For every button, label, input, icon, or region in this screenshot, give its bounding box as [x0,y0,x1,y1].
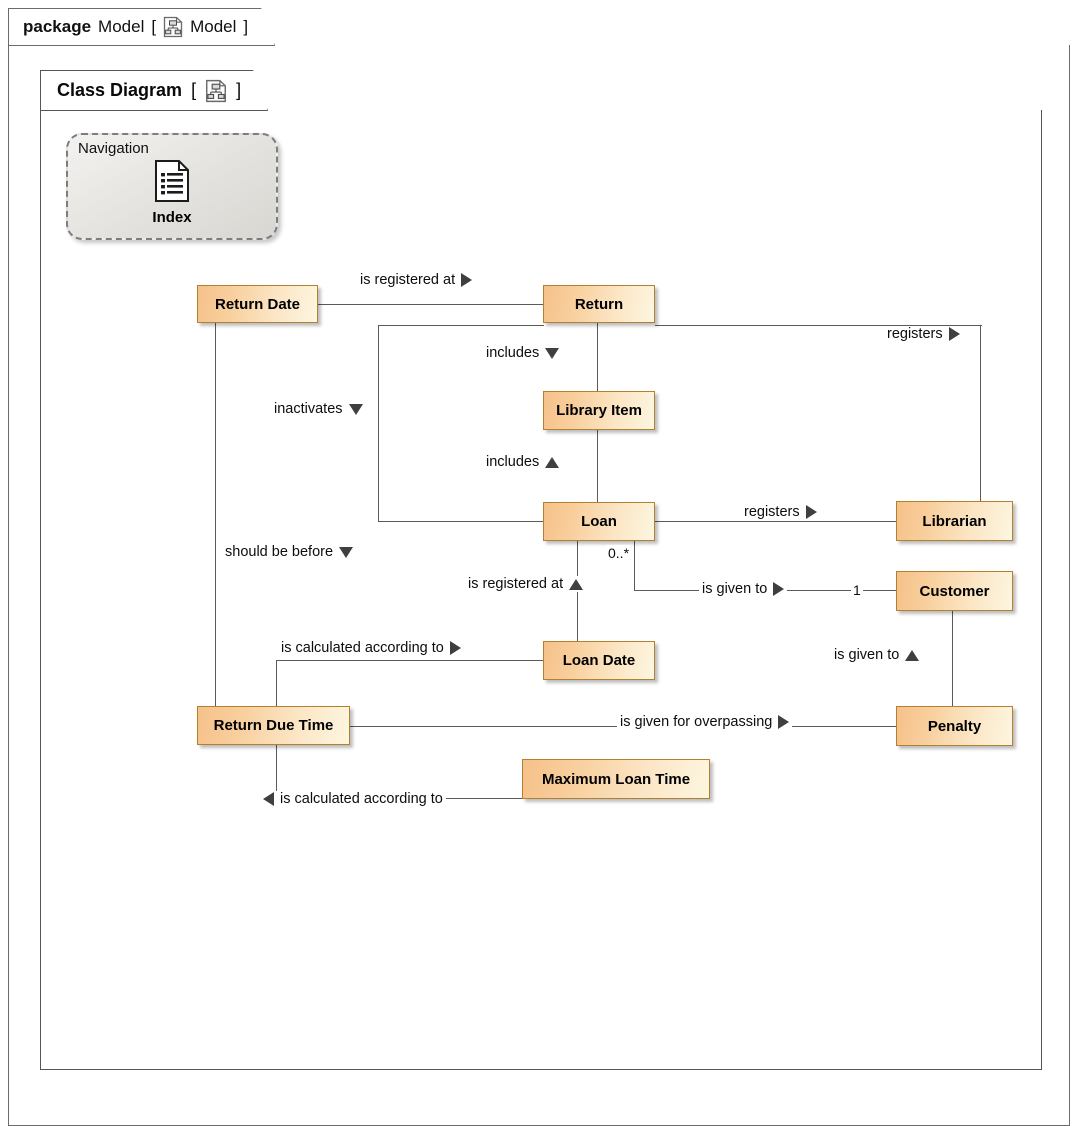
line-mlt-rdt-v [276,745,278,799]
edge-label-text: is given for overpassing [620,714,773,730]
class-label: Return Date [214,295,300,313]
package-name: Model [98,17,145,36]
package-bracket-close: ] [243,17,249,36]
line-rdt-loan-date-v [276,660,278,707]
edge-label-text: is registered at [468,576,564,592]
class-box-maximum-loan-time[interactable]: Maximum Loan Time [522,759,710,799]
edge-label-text: is given to [702,581,768,597]
navigation-compartment[interactable]: Navigation Index [66,133,278,240]
navigation-item-caption: Index [152,209,192,226]
class-label: Maximum Loan Time [541,770,691,788]
class-label: Customer [919,582,990,600]
edge-label-registers-return-librarian: registers [884,326,963,342]
class-box-penalty[interactable]: Penalty [896,706,1013,746]
navigation-item-index[interactable]: Index [68,159,276,226]
class-box-library-item[interactable]: Library Item [543,391,655,430]
edge-label-inactivates: inactivates [271,401,366,417]
class-diagram-title: Class Diagram [57,80,183,100]
line-return-date-return-due-time [215,323,217,706]
class-box-customer[interactable]: Customer [896,571,1013,611]
package-diagram-name: Model [190,17,237,36]
package-header-tab[interactable]: package Model [ Model ] [8,8,275,46]
class-diagram-bracket-open: [ [191,80,197,100]
class-diagram-icon [205,79,227,103]
arrow-down-icon [545,347,560,359]
arrow-right-icon [773,582,785,596]
class-box-loan-date[interactable]: Loan Date [543,641,655,680]
edge-label-should-be-before: should be before [222,544,357,560]
class-diagram-header-tab[interactable]: Class Diagram [ ] [40,70,268,111]
multiplicity-customer: 1 [851,582,863,598]
class-label: Loan [581,513,617,530]
edge-label-text: should be before [225,544,334,560]
arrow-right-icon [461,273,473,287]
arrow-right-icon [948,327,960,341]
edge-label-is-given-to-customer: is given to [699,581,788,597]
class-diagram-bracket-close: ] [236,80,242,100]
arrow-down-icon [348,403,363,415]
class-label: Penalty [927,717,982,735]
class-label: Library Item [556,402,642,419]
edge-label-text: registers [887,326,943,342]
navigation-label: Navigation [78,140,149,157]
edge-label-includes-down: includes [483,345,563,361]
class-label: Loan Date [562,652,636,669]
line-return-library-item [597,322,599,391]
line-loan-customer-v [634,541,636,591]
edge-label-text: is calculated according to [280,791,443,807]
line-return-librarian-v [980,325,982,501]
edge-label-registers-loan-librarian: registers [741,504,820,520]
arrow-right-icon [449,641,461,655]
class-box-loan[interactable]: Loan [543,502,655,541]
class-box-return-due-time[interactable]: Return Due Time [197,706,350,745]
line-customer-penalty [952,610,954,706]
class-box-return-date[interactable]: Return Date [197,285,318,323]
class-box-librarian[interactable]: Librarian [896,501,1013,541]
document-list-icon [153,159,191,208]
line-library-item-loan [597,430,599,503]
arrow-up-icon [905,649,920,661]
line-loan-librarian [655,521,896,523]
edge-label-text: is given to [834,647,900,663]
class-label: Return Due Time [213,717,334,734]
edge-label-includes-up: includes [483,454,563,470]
edge-label-is-given-for-overpassing: is given for overpassing [617,714,793,730]
edge-label-text: includes [486,345,540,361]
multiplicity-loan: 0..* [606,545,632,561]
line-inactivates-bottom [378,521,544,523]
arrow-up-icon [569,578,584,590]
class-diagram-icon [163,16,183,38]
edge-label-text: registers [744,504,800,520]
arrow-right-icon [805,505,817,519]
line-rdt-loan-date-h [276,660,544,662]
line-inactivates-vertical [378,325,380,522]
line-return-librarian-h [655,325,982,327]
edge-label-text: inactivates [274,401,343,417]
class-box-return[interactable]: Return [543,285,655,323]
package-keyword: package [23,17,92,36]
edge-label-is-registered-at-loan: is registered at [465,576,587,592]
edge-label-is-given-to-penalty-customer: is given to [831,647,923,663]
arrow-up-icon [545,456,560,468]
edge-label-is-registered-at-return: is registered at [357,272,476,288]
edge-label-is-calculated-according-to-loan-date: is calculated according to [278,640,464,656]
edge-label-is-calculated-according-to-rdt: is calculated according to [260,791,446,807]
line-inactivates-top [378,325,544,327]
line-return-date-return [318,304,543,306]
arrow-right-icon [778,715,790,729]
class-label: Return [574,295,624,313]
arrow-left-icon [263,792,274,806]
edge-label-text: is calculated according to [281,640,444,656]
arrow-down-icon [339,546,354,558]
class-label: Librarian [922,512,987,530]
package-bracket-open: [ [151,17,157,36]
edge-label-text: is registered at [360,272,456,288]
edge-label-text: includes [486,454,540,470]
